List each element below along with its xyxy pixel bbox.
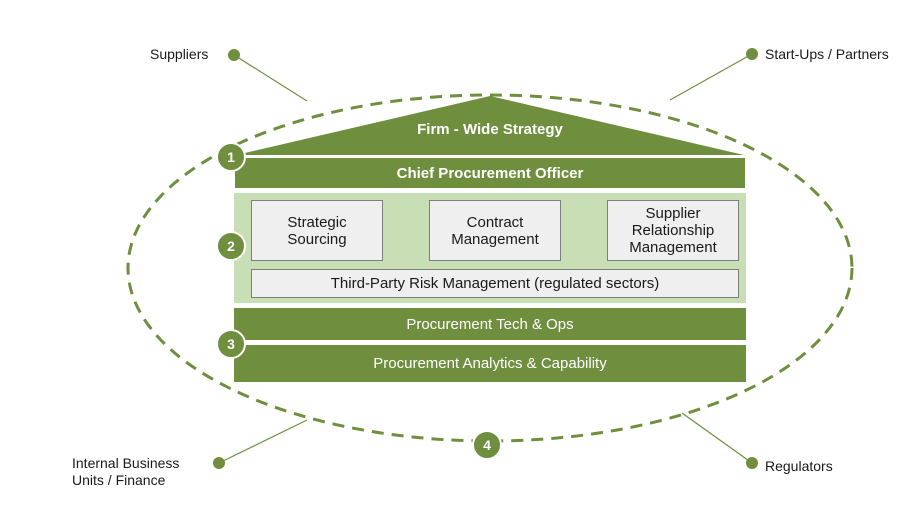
marker-4: 4 xyxy=(472,430,502,460)
connector-suppliers xyxy=(233,54,308,102)
dot-internal xyxy=(213,457,225,469)
dot-startups xyxy=(746,48,758,60)
chief-procurement-officer-band: Chief Procurement Officer xyxy=(235,158,745,188)
dot-regulators xyxy=(746,457,758,469)
marker-1: 1 xyxy=(216,142,246,172)
label-internal-business-units: Internal Business Units / Finance xyxy=(72,455,180,488)
connector-startups xyxy=(669,53,753,101)
procurement-analytics-capability-band: Procurement Analytics & Capability xyxy=(234,345,746,382)
roof-triangle xyxy=(236,96,744,155)
pillar-contract-management: Contract Management xyxy=(429,200,561,261)
dot-suppliers xyxy=(228,49,240,61)
procurement-tech-ops-band: Procurement Tech & Ops xyxy=(234,308,746,340)
third-party-risk-management-bar: Third-Party Risk Management (regulated s… xyxy=(251,269,739,298)
ecosystem-ellipse xyxy=(126,93,854,443)
label-startups-partners: Start-Ups / Partners xyxy=(765,46,889,62)
pillar-strategic-sourcing: Strategic Sourcing xyxy=(251,200,383,261)
connector-regulators xyxy=(681,412,753,464)
marker-2: 2 xyxy=(216,231,246,261)
label-suppliers: Suppliers xyxy=(150,46,209,62)
marker-3: 3 xyxy=(216,329,246,359)
label-regulators: Regulators xyxy=(765,458,833,474)
connector-internal xyxy=(218,419,308,464)
firm-wide-strategy-label: Firm - Wide Strategy xyxy=(417,121,563,138)
pillar-supplier-relationship-management: Supplier Relationship Management xyxy=(607,200,739,261)
